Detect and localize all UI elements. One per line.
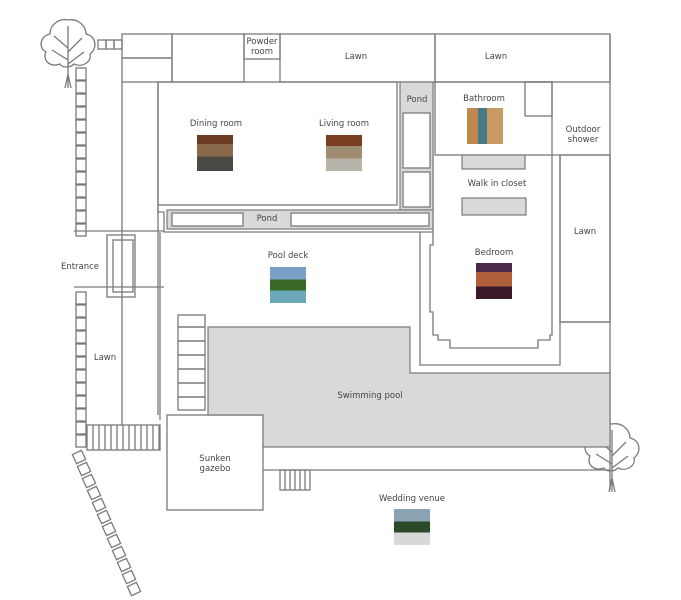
stone (75, 119, 87, 133)
stone (75, 382, 87, 396)
stone (75, 395, 87, 409)
stone (75, 158, 87, 172)
stone (75, 184, 87, 198)
pond-horizontal-label: Pond (256, 214, 278, 224)
stone (75, 132, 87, 146)
stone (75, 330, 87, 344)
stepping-stone-path (71, 67, 142, 597)
stone (75, 80, 87, 94)
stone (75, 171, 87, 185)
stone (75, 210, 87, 224)
stone (75, 67, 87, 81)
swimming-pool-label: Swimming pool (337, 391, 403, 401)
stone (91, 497, 107, 513)
pool-deck-photo[interactable] (270, 267, 306, 303)
lawn-top-right-label: Lawn (484, 52, 508, 62)
stairs-west (86, 424, 161, 451)
stone (75, 93, 87, 107)
stone (75, 304, 87, 318)
stone (116, 557, 132, 573)
pond-vertical-label: Pond (406, 95, 428, 105)
living-room-photo[interactable] (326, 135, 362, 171)
bathroom-photo[interactable] (467, 108, 503, 144)
lawn-top-label: Lawn (344, 52, 368, 62)
stone (86, 485, 102, 501)
stone (106, 533, 122, 549)
bathroom-label: Bathroom (463, 94, 505, 104)
stone (75, 145, 87, 159)
stone (75, 106, 87, 120)
dining-room-photo[interactable] (197, 135, 233, 171)
stone (76, 461, 92, 477)
living-room-label: Living room (319, 119, 369, 129)
stone (75, 223, 87, 237)
bedroom-photo[interactable] (476, 263, 512, 299)
stone (101, 521, 117, 537)
lawn-right-label: Lawn (573, 227, 597, 237)
lawn-left-label: Lawn (93, 353, 117, 363)
entrance-label: Entrance (60, 262, 100, 272)
stone (75, 197, 87, 211)
tree-icon (40, 18, 96, 89)
walls (74, 33, 611, 511)
stone (126, 581, 142, 597)
walk-in-closet-label: Walk in closet (467, 179, 527, 189)
stone (75, 317, 87, 331)
stone (75, 369, 87, 383)
pool-deck-label: Pool deck (267, 251, 309, 261)
stone (81, 473, 97, 489)
stone (75, 343, 87, 357)
stone (75, 421, 87, 435)
stone (111, 545, 127, 561)
wedding-venue-photo[interactable] (394, 509, 430, 545)
stone (121, 569, 137, 585)
stone (71, 449, 87, 465)
dining-room-label: Dining room (189, 119, 243, 129)
pool-steps (177, 314, 206, 411)
bedroom-label: Bedroom (474, 248, 514, 258)
wedding-venue-label: Wedding venue (378, 494, 446, 504)
stone (75, 434, 87, 448)
stone (75, 291, 87, 305)
stone (75, 408, 87, 422)
swimming-pool (207, 326, 611, 448)
stone (75, 356, 87, 370)
stone (96, 509, 112, 525)
stairs-south (279, 469, 311, 491)
